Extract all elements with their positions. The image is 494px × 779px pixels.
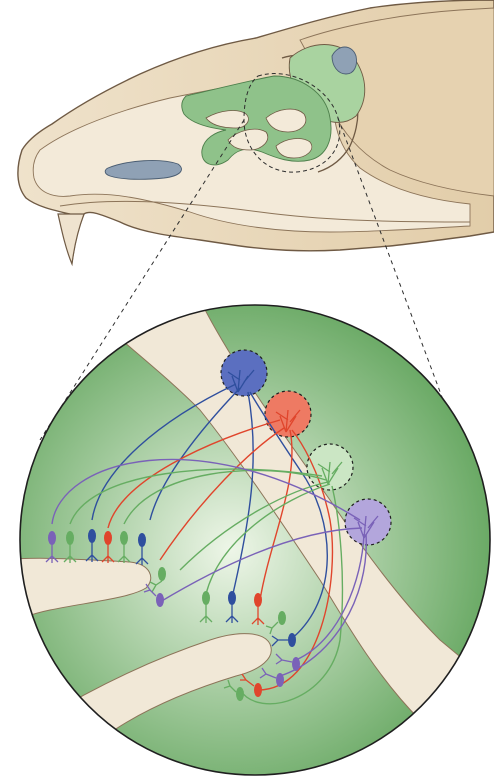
neuron-body	[292, 657, 300, 671]
neuron-body	[236, 687, 244, 701]
neuron-body	[138, 533, 146, 547]
neuron-body	[254, 593, 262, 607]
neuron-body	[254, 683, 262, 697]
glomerulus-blue	[221, 350, 267, 396]
neuron-body	[276, 673, 284, 687]
neuron-body	[278, 611, 286, 625]
neuron-body	[202, 591, 210, 605]
neuron-body	[288, 633, 296, 647]
neuron-body	[104, 531, 112, 545]
neuron-body	[48, 531, 56, 545]
skull	[18, 0, 494, 264]
neuron-body	[66, 531, 74, 545]
glomerulus-purple	[345, 499, 391, 545]
neuron-body	[158, 567, 166, 581]
upper-tooth	[58, 214, 84, 264]
neuron-body	[156, 593, 164, 607]
neuron-body	[88, 529, 96, 543]
neuron-body	[120, 531, 128, 545]
neuron-body	[228, 591, 236, 605]
